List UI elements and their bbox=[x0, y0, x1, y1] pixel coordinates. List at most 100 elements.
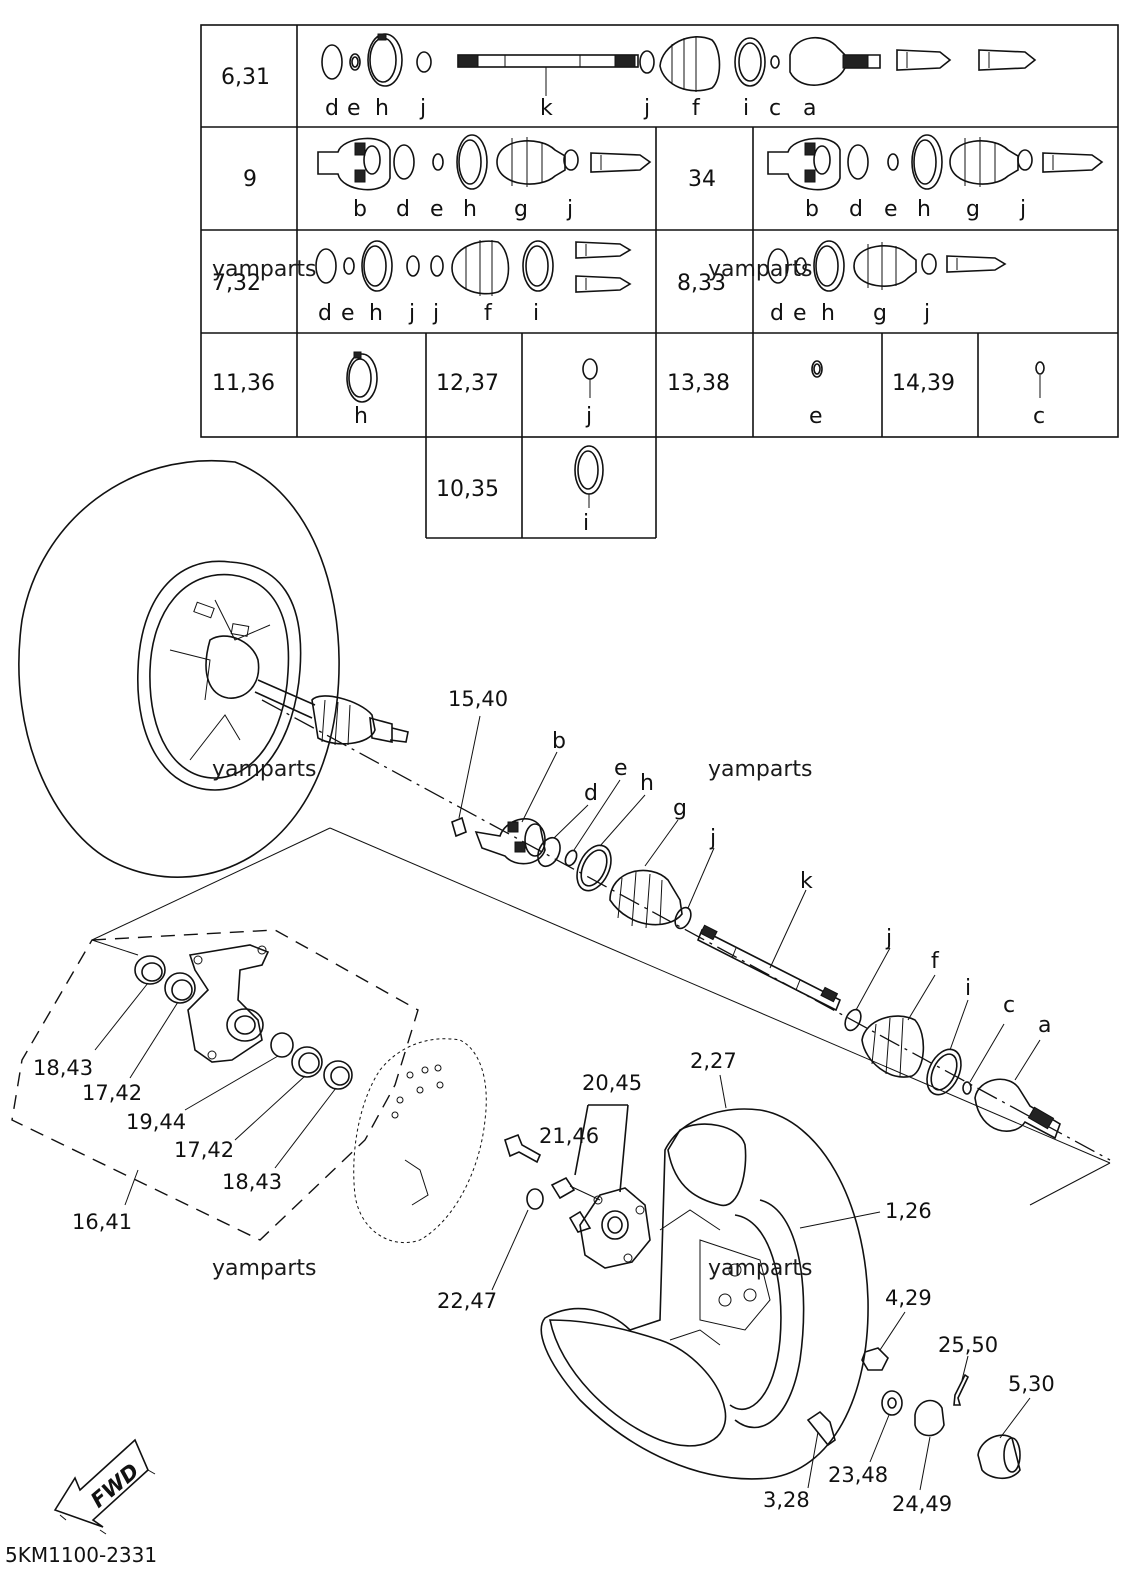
kit-6-31-letter-d: d bbox=[325, 96, 339, 121]
kit-label-6-31: 6,31 bbox=[221, 65, 270, 90]
kit-6-31-letter-i: i bbox=[743, 96, 749, 121]
kit-label-13-38: 13,38 bbox=[667, 371, 730, 396]
callout-18-43-a: 18,43 bbox=[33, 1056, 93, 1080]
kit-8-33-letter-j: j bbox=[923, 301, 930, 326]
kit-8-33-letter-d: d bbox=[770, 301, 784, 326]
upper-wheel-assembly bbox=[18, 459, 409, 878]
shaft-letter-f: f bbox=[931, 949, 940, 974]
kit-34-parts: b d e h g j bbox=[767, 134, 1104, 222]
callout-20-45: 20,45 bbox=[582, 1071, 642, 1095]
watermark-2: yamparts bbox=[708, 257, 813, 282]
callout-24-49: 24,49 bbox=[892, 1492, 952, 1516]
drive-shaft-parts bbox=[451, 715, 1061, 1140]
kit-7-32-letter-h: h bbox=[369, 301, 383, 326]
fwd-arrow: FWD bbox=[53, 1438, 156, 1535]
disc-bolt bbox=[504, 1133, 542, 1164]
kit-34-letter-d: d bbox=[849, 197, 863, 222]
kit-7-32-letter-i: i bbox=[533, 301, 539, 326]
kit-34-letter-h: h bbox=[917, 197, 931, 222]
callout-19-44: 19,44 bbox=[126, 1110, 186, 1134]
kit-label-7-32: 7,32 bbox=[212, 271, 261, 296]
brake-disc bbox=[353, 1038, 487, 1244]
kit-11-36-letter-h: h bbox=[354, 404, 368, 429]
shaft-letter-c: c bbox=[1003, 993, 1015, 1018]
kit-6-31-letter-k: k bbox=[540, 96, 553, 121]
watermark-1: yamparts bbox=[212, 257, 317, 282]
kit-7-32-letter-d: d bbox=[318, 301, 332, 326]
shaft-letter-j: j bbox=[709, 826, 716, 851]
kit-9-letter-j: j bbox=[566, 197, 573, 222]
kit-6-31-parts bbox=[321, 33, 1037, 92]
watermark-5: yamparts bbox=[212, 1256, 317, 1281]
callout-16-41: 16,41 bbox=[72, 1210, 132, 1234]
hub-assembly bbox=[491, 1104, 651, 1291]
kit-10-35-letter-i: i bbox=[583, 511, 589, 536]
callout-1-26: 1,26 bbox=[885, 1199, 932, 1223]
shaft-letter-j2: j bbox=[885, 926, 892, 951]
kit-label-10-35: 10,35 bbox=[436, 477, 499, 502]
kit-9-letter-h: h bbox=[463, 197, 477, 222]
shaft-letter-g: g bbox=[673, 796, 687, 821]
shaft-letter-d: d bbox=[584, 781, 598, 806]
kit-6-31-letter-c: c bbox=[769, 96, 781, 121]
kit-label-14-39: 14,39 bbox=[892, 371, 955, 396]
callout-18-43-b: 18,43 bbox=[222, 1170, 282, 1194]
callout-5-30: 5,30 bbox=[1008, 1372, 1055, 1396]
kit-14-39-letter-c: c bbox=[1033, 404, 1045, 429]
callout-2-27: 2,27 bbox=[690, 1049, 737, 1073]
kit-6-31-letter-a: a bbox=[803, 96, 816, 121]
kit-label-11-36: 11,36 bbox=[212, 371, 275, 396]
callout-4-29: 4,29 bbox=[885, 1286, 932, 1310]
kit-label-34: 34 bbox=[688, 167, 716, 192]
callout-21-46: 21,46 bbox=[539, 1124, 599, 1148]
kit-6-31-letter-j: j bbox=[419, 96, 426, 121]
callout-22-47: 22,47 bbox=[437, 1289, 497, 1313]
wheel-hardware bbox=[719, 1074, 1031, 1491]
kit-7-32-parts: d e h j j f i bbox=[315, 240, 632, 326]
watermark-4: yamparts bbox=[708, 757, 813, 782]
kit-8-33-parts: d e h g j bbox=[767, 240, 1007, 326]
callout-25-50: 25,50 bbox=[938, 1333, 998, 1357]
kit-6-31-letter-j2: j bbox=[643, 96, 650, 121]
shaft-letter-k: k bbox=[800, 869, 813, 894]
shaft-letter-i: i bbox=[965, 976, 971, 1001]
kit-9-letter-d: d bbox=[396, 197, 410, 222]
callout-17-42-b: 17,42 bbox=[174, 1138, 234, 1162]
shaft-letter-b: b bbox=[552, 729, 566, 754]
callout-15-40: 15,40 bbox=[448, 687, 508, 711]
kit-6-31-letters: d e h j k j f i c a bbox=[325, 67, 816, 121]
kit-label-12-37: 12,37 bbox=[436, 371, 499, 396]
knuckle-group bbox=[11, 929, 419, 1241]
kit-7-32-letter-f: f bbox=[484, 301, 493, 326]
callout-17-42-a: 17,42 bbox=[82, 1081, 142, 1105]
shaft-letter-h: h bbox=[640, 771, 654, 796]
fwd-label: FWD bbox=[86, 1459, 144, 1513]
kit-9-letter-e: e bbox=[430, 197, 444, 222]
kit-8-33-letter-h: h bbox=[821, 301, 835, 326]
kit-9-letter-b: b bbox=[353, 197, 367, 222]
kit-table-grid bbox=[200, 24, 1119, 539]
callout-labels: 15,40 2,27 20,45 21,46 1,26 18,43 17,42 … bbox=[33, 687, 1055, 1516]
part-code: 5KM1100-2331 bbox=[5, 1543, 157, 1567]
kit-7-32-letter-j2: j bbox=[432, 301, 439, 326]
callout-3-28: 3,28 bbox=[763, 1488, 810, 1512]
shaft-letter-e: e bbox=[614, 756, 628, 781]
kit-9-letter-g: g bbox=[514, 197, 528, 222]
watermark-3: yamparts bbox=[212, 757, 317, 782]
kit-12-37-letter-j: j bbox=[585, 404, 592, 429]
kit-7-32-letter-j: j bbox=[408, 301, 415, 326]
kit-label-9: 9 bbox=[243, 167, 257, 192]
kit-9-parts: b d e h g j bbox=[317, 134, 652, 222]
watermark-6: yamparts bbox=[708, 1256, 813, 1281]
kit-single-parts: h j e c i bbox=[346, 351, 1045, 536]
kit-34-letter-j: j bbox=[1019, 197, 1026, 222]
kit-13-38-letter-e: e bbox=[809, 404, 823, 429]
kit-8-33-letter-e: e bbox=[793, 301, 807, 326]
kit-7-32-letter-e: e bbox=[341, 301, 355, 326]
callout-23-48: 23,48 bbox=[828, 1463, 888, 1487]
watermarks: yamparts yamparts yamparts yamparts yamp… bbox=[212, 257, 813, 1281]
kit-label-8-33: 8,33 bbox=[677, 271, 726, 296]
assembly-axis-lines bbox=[91, 699, 1111, 1206]
kit-34-letter-e: e bbox=[884, 197, 898, 222]
